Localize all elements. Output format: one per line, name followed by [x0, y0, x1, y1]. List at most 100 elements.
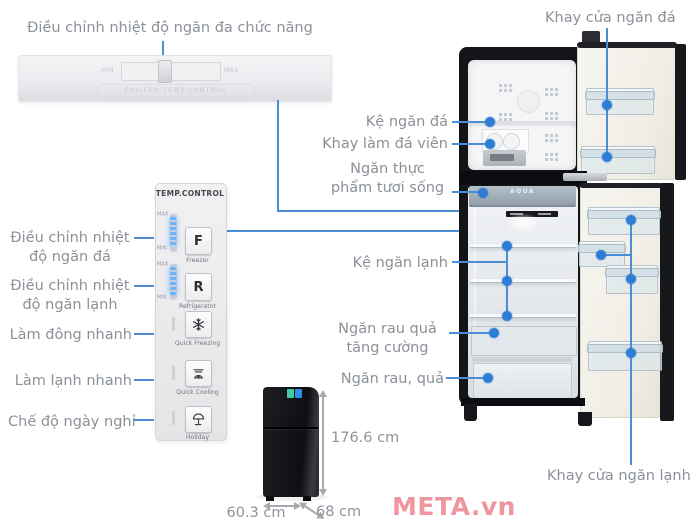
callout-line — [606, 28, 608, 157]
small-fridge-door-gap — [264, 427, 318, 429]
callout-dot — [626, 274, 636, 284]
callout-quick-freezing: Làm đông nhanh — [9, 327, 132, 343]
callout-dot — [478, 188, 488, 198]
callout-line — [134, 379, 154, 381]
fridge-foot — [464, 404, 477, 421]
interior-lamp — [506, 213, 540, 233]
callout-dot — [502, 311, 512, 321]
quick-cooling-button — [185, 360, 212, 387]
callout-dot — [483, 373, 493, 383]
freezer-door-outer-edge — [675, 44, 686, 180]
freezer-door-tray — [580, 146, 656, 174]
ice-drawer-label — [490, 154, 514, 161]
vent-holes — [499, 113, 502, 116]
chiller-slider-panel: MIN MAX CHILLER TEMP.CONTROL — [18, 55, 332, 102]
quick-cooling-caption: Quick Cooling — [176, 388, 219, 396]
callout-dot — [626, 348, 636, 358]
glass-shelf — [470, 314, 576, 318]
callout-dot — [596, 250, 606, 260]
elbow-line-horizontal — [277, 210, 508, 212]
holiday-indicator — [172, 411, 175, 425]
quick-freezing-indicator — [172, 317, 175, 331]
callout-dot — [502, 241, 512, 251]
callout-quick-cooling: Làm lạnh nhanh — [14, 373, 132, 389]
callout-dot — [602, 100, 612, 110]
vent-holes — [499, 84, 502, 87]
refrigerator-caption: Refrigerator — [178, 302, 217, 310]
callout-line — [601, 254, 631, 256]
callout-line — [134, 333, 154, 335]
callout-fresh-food: Ngăn thực phẩm tươi sống — [330, 161, 445, 196]
beach-umbrella-icon — [192, 413, 205, 426]
chiller-max-label: MAX — [224, 67, 239, 74]
freezer-max-label: MAX — [157, 211, 169, 217]
snowflake-icon — [193, 318, 204, 331]
crisper-boost-drawer — [471, 326, 577, 356]
arrow-head-left — [263, 502, 270, 510]
quick-freezing-button — [185, 311, 212, 338]
freezer-button-key: F — [194, 233, 203, 249]
holiday-caption: Holiday — [185, 433, 210, 441]
height-dimension: 176.6 cm — [331, 430, 400, 446]
small-fridge-foot — [303, 496, 311, 501]
width-dimension: 60.3 cm — [226, 505, 286, 521]
fridge-door-foot — [578, 412, 592, 426]
callout-ice-maker-tray: Khay làm đá viên — [322, 136, 448, 152]
freezer-shelf — [468, 121, 576, 123]
callout-multizone-temp: Điều chỉnh nhiệt độ ngăn đa chức năng — [27, 20, 313, 36]
callout-line — [452, 143, 486, 145]
callout-freezer-shelf: Kệ ngăn đá — [365, 114, 448, 130]
callout-dot — [489, 328, 499, 338]
brand-logo: AQUA — [509, 188, 536, 195]
freezer-led-bar — [170, 217, 176, 247]
fridge-door-top-edge — [580, 183, 662, 188]
fridge-door-tray — [587, 341, 663, 371]
callout-line — [162, 41, 164, 68]
callout-fridge-shelf: Kệ ngăn lạnh — [352, 255, 448, 271]
callout-holiday-mode: Chế độ ngày nghỉ — [8, 414, 136, 430]
holiday-button — [185, 406, 212, 433]
callout-line — [630, 220, 632, 465]
fridge-door-tray — [587, 207, 661, 235]
arrow-head-right — [294, 502, 301, 510]
callout-line — [134, 285, 154, 287]
small-fridge-display — [295, 389, 302, 398]
temp-control-title: TEMP.CONTROL — [155, 189, 225, 198]
fridge-compartment: AQUA — [468, 186, 578, 398]
glass-shelf — [470, 244, 576, 248]
fridge-led-bar — [170, 267, 176, 295]
callout-dot — [626, 215, 636, 225]
fridge-door-outer-edge — [660, 183, 674, 421]
refrigerator-button-key: R — [193, 279, 204, 295]
quick-cooling-indicator — [172, 366, 175, 380]
width-arrow — [270, 505, 294, 507]
callout-dot — [502, 276, 512, 286]
callout-dot — [602, 152, 612, 162]
callout-crisper-boost: Ngăn rau quả tăng cường — [338, 321, 437, 356]
callout-line — [134, 419, 154, 421]
meta-watermark: META.vn — [392, 492, 516, 521]
vent-holes — [545, 88, 548, 91]
control-strip-key — [538, 213, 551, 215]
callout-line — [134, 237, 154, 239]
callout-line — [452, 261, 507, 263]
callout-line — [452, 191, 479, 193]
callout-dot — [485, 139, 495, 149]
chiller-min-label: MIN — [101, 67, 114, 74]
freezer-min-label: MIN — [157, 245, 167, 251]
callout-crisper: Ngăn rau, quả — [340, 371, 444, 387]
callout-fridge-temp: Điều chỉnh nhiệt độ ngăn lạnh — [10, 278, 130, 313]
freezer-door-top-edge — [577, 42, 677, 48]
panel-to-fridge-line — [225, 230, 473, 232]
callout-line — [452, 121, 486, 123]
freezer-door-tray — [585, 88, 655, 115]
freezer-door-hinge — [582, 31, 600, 43]
depth-dimension: 68 cm — [316, 504, 362, 520]
callout-freezer-door-tray: Khay cửa ngăn đá — [545, 10, 676, 26]
chiller-slider-knob — [158, 60, 172, 83]
callout-line — [446, 377, 485, 379]
small-fridge-shadow — [256, 493, 328, 501]
vent-holes — [545, 112, 548, 115]
chiller-caption: CHILLER TEMP.CONTROL — [97, 84, 255, 97]
